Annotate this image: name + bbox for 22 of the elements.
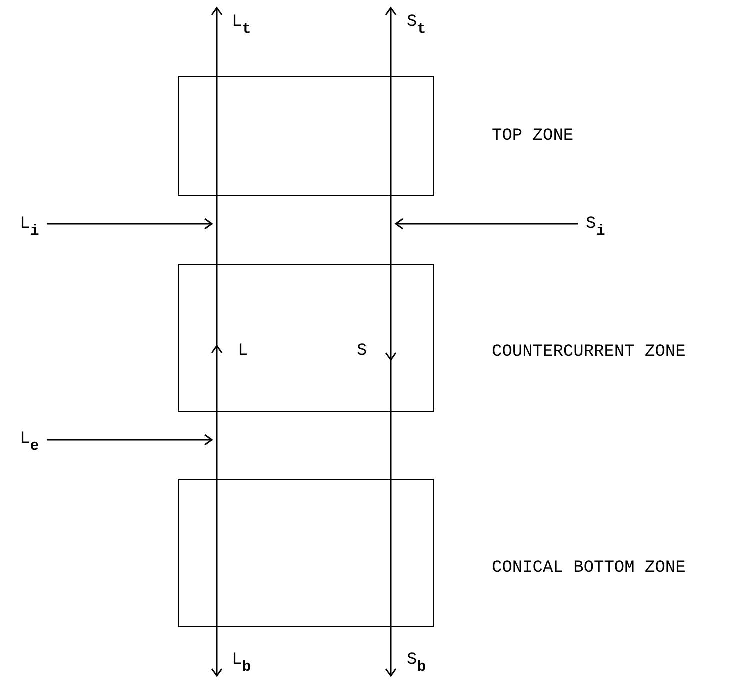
flow-label: S [357, 343, 368, 360]
stream-label: S$_{i}$ [586, 216, 606, 239]
stream-label: S$_{t}$ [407, 14, 426, 37]
arrow [211, 7, 223, 76]
arrow [385, 627, 397, 677]
stream-label: L$_{t}$ [232, 14, 252, 37]
arrow [395, 218, 578, 230]
arrow [211, 627, 223, 677]
zone-box [178, 479, 434, 627]
arrow [47, 434, 213, 446]
zone-label: CONICAL BOTTOM ZONE [492, 560, 686, 577]
stream-label: L$_{e}$ [20, 431, 40, 454]
arrow [385, 7, 397, 76]
stream-label: S$_{b}$ [407, 652, 426, 675]
zone-box [178, 76, 434, 196]
stream-label: L$_{i}$ [20, 216, 40, 239]
zone-label: TOP ZONE [492, 128, 574, 145]
zone-box [178, 264, 434, 412]
flow-label: L [238, 343, 248, 360]
stream-label: L$_{b}$ [232, 652, 252, 675]
zone-label: COUNTERCURRENT ZONE [492, 344, 686, 361]
arrow [47, 218, 213, 230]
